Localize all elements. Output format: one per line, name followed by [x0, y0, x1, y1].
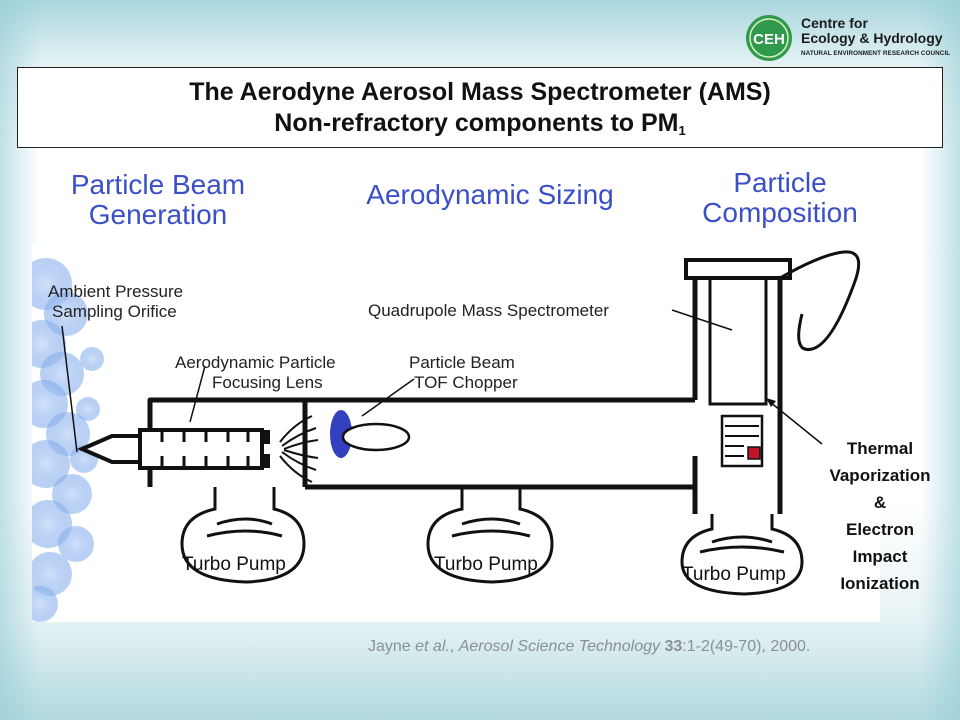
tof-chopper [330, 410, 411, 458]
label-ambient-line1: Ambient Pressure [48, 282, 183, 301]
turbo-pump-1-label: Turbo Pump [182, 554, 286, 575]
turbo-pump-3-label: Turbo Pump [682, 564, 786, 585]
title-subscript: 1 [678, 123, 686, 138]
thermal-line4: Electron [845, 520, 915, 539]
title-line2-text: Non-refractory components to PM [274, 109, 679, 137]
ceh-logo: CEH Centre for Ecology & Hydrology NATUR… [745, 12, 950, 62]
logo-text-line3: NATURAL ENVIRONMENT RESEARCH COUNCIL [801, 50, 951, 57]
leader-quadrupole [671, 309, 733, 331]
leader-ambient-orifice [61, 325, 78, 453]
title-line2: Non-refractory components to PM1 [18, 107, 942, 147]
thermal-ionization-label: Thermal Vaporization & Electron Impact I… [800, 435, 960, 597]
turbo-pump-3-housing [680, 514, 804, 596]
thermal-line1: Thermal [846, 439, 914, 458]
aerodynamic-lens-stack [138, 428, 270, 470]
label-chopper-line1: Particle Beam [409, 353, 515, 372]
vaporizer-heater [747, 446, 761, 460]
logo-badge-text: CEH [753, 31, 785, 48]
thermal-line6: Ionization [840, 574, 920, 593]
citation: Jayne et al., Aerosol Science Technology… [368, 638, 810, 656]
logo-text-line2: Ecology & Hydrology [801, 30, 943, 46]
title-line1: The Aerodyne Aerosol Mass Spectrometer (… [189, 78, 771, 106]
title-box: The Aerodyne Aerosol Mass Spectrometer (… [17, 67, 943, 148]
heading-particle-composition: Particle Composition [680, 168, 880, 228]
label-ambient-line2: Sampling Orifice [52, 302, 177, 321]
turbo-pump-2-label: Turbo Pump [434, 554, 538, 575]
heading-aerodynamic-sizing: Aerodynamic Sizing [366, 179, 614, 210]
ionizer-assembly [720, 414, 764, 468]
thermal-line3: & [873, 493, 887, 512]
citation-etal: et al. [415, 638, 450, 655]
heading-comp-line2: Composition [702, 197, 858, 228]
heading-beam-line2: Generation [88, 199, 228, 230]
ceh-logo-icon: CEH [746, 15, 792, 61]
citation-rest: :1-2(49-70), 2000. [682, 638, 811, 655]
leader-chopper [361, 378, 415, 417]
signal-cable [779, 250, 861, 352]
thermal-line2: Vaporization [829, 466, 931, 485]
heading-particle-beam-generation: Particle Beam Generation [48, 170, 268, 230]
turbo-pump-1-housing [180, 487, 306, 584]
citation-volume: 33 [664, 638, 683, 655]
thermal-line5: Impact [852, 547, 908, 566]
citation-journal: Aerosol Science Technology [458, 638, 661, 655]
leader-thermal-ionization [769, 401, 823, 445]
leader-focusing-lens [189, 365, 206, 423]
logo-text-line1: Centre for [801, 15, 868, 31]
label-chopper-line2: TOF Chopper [414, 373, 518, 392]
ambient-aerosol-cloud [32, 258, 104, 622]
citation-author: Jayne [368, 638, 416, 655]
label-quadrupole: Quadrupole Mass Spectrometer [368, 301, 609, 320]
heading-comp-line1: Particle [733, 167, 827, 198]
ams-schematic: Turbo Pump Turbo Pump Turbo Pump Ambient… [32, 244, 880, 622]
heading-beam-line1: Particle Beam [70, 169, 246, 200]
label-lens-line2: Focusing Lens [212, 373, 323, 392]
detector-top-flange [684, 258, 792, 280]
turbo-pump-2-housing [426, 487, 554, 584]
quadrupole-rods [708, 278, 768, 406]
label-lens-line1: Aerodynamic Particle [175, 353, 336, 372]
thermal-arrowhead-icon [766, 398, 776, 407]
beam-expansion-jets [279, 415, 319, 483]
citation-sep: , [449, 638, 459, 655]
